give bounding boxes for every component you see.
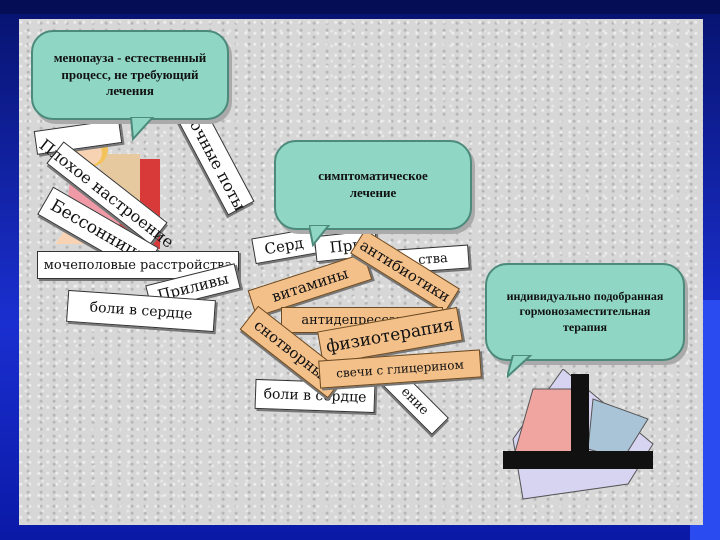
bubble-tail-icon — [309, 225, 331, 247]
symptom-card-urogenital: мочеполовые расстройства — [37, 251, 239, 279]
bubble-menopause: менопауза - естественный процесс, не тре… — [31, 30, 229, 120]
bubble-hrt: индивидуально подобранная гормонозамести… — [485, 263, 685, 361]
top-stripe — [0, 0, 720, 14]
bubble-tail-icon — [129, 117, 155, 141]
bubble-symptomatic: симптоматическое лечение — [274, 140, 472, 230]
bubble-hrt-text: индивидуально подобранная гормонозамести… — [506, 288, 664, 334]
slide-canvas: Ночные поты Плохое настроение Бессонница… — [19, 19, 703, 525]
bubble-menopause-text: менопауза - естественный процесс, не тре… — [53, 49, 207, 99]
bubble-tail-icon — [507, 355, 533, 379]
balance-shapes-icon — [503, 369, 654, 500]
bubble-symptomatic-text: симптоматическое лечение — [318, 168, 428, 200]
